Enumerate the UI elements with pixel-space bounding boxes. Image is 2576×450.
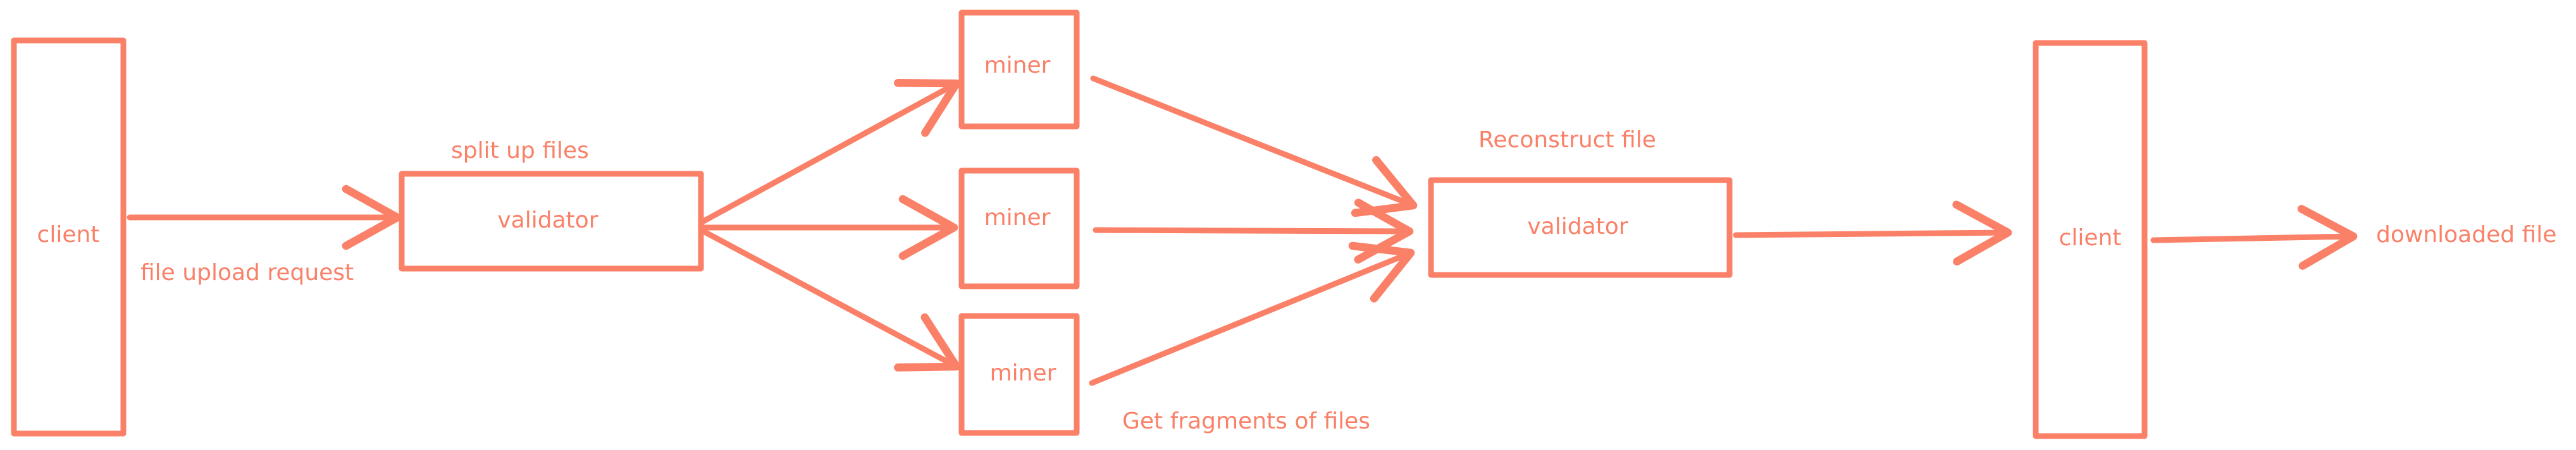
arrow-miner-middle-to-validator (1093, 198, 1414, 264)
validator-split-box: validator (399, 171, 704, 272)
annotation-get-fragments: Get fragments of files (1122, 408, 1370, 434)
arrow-client-to-downloaded-file (2150, 205, 2358, 270)
miner-bottom-box: miner (958, 313, 1080, 436)
arrow-miner-top-to-validator (1090, 75, 1418, 217)
miner-middle-box: miner (958, 167, 1080, 289)
client-right-label: client (2059, 225, 2122, 251)
annotation-split-up-files: split up files (451, 138, 589, 164)
annotation-downloaded-file: downloaded file (2376, 222, 2556, 248)
miner-bottom-label: miner (990, 360, 1056, 386)
annotation-file-upload-request: file upload request (140, 260, 354, 286)
miner-top-label: miner (984, 52, 1051, 78)
client-right-box: client (2033, 40, 2148, 439)
arrow-validator-to-client (1733, 200, 2012, 266)
validator-split-label: validator (497, 207, 598, 233)
arrow-validator-to-miner-bottom (700, 228, 961, 372)
annotation-reconstruct-file: Reconstruct file (1478, 127, 1656, 153)
validator-reconstruct-box: validator (1428, 177, 1733, 278)
validator-reconstruct-label: validator (1527, 214, 1628, 240)
miner-middle-label: miner (984, 205, 1051, 231)
arrow-miner-bottom-to-validator (1089, 241, 1415, 386)
client-left-label: client (37, 222, 100, 248)
miner-top-box: miner (958, 9, 1080, 130)
arrow-validator-to-miner-top (700, 78, 961, 224)
client-left-box: client (11, 37, 127, 437)
